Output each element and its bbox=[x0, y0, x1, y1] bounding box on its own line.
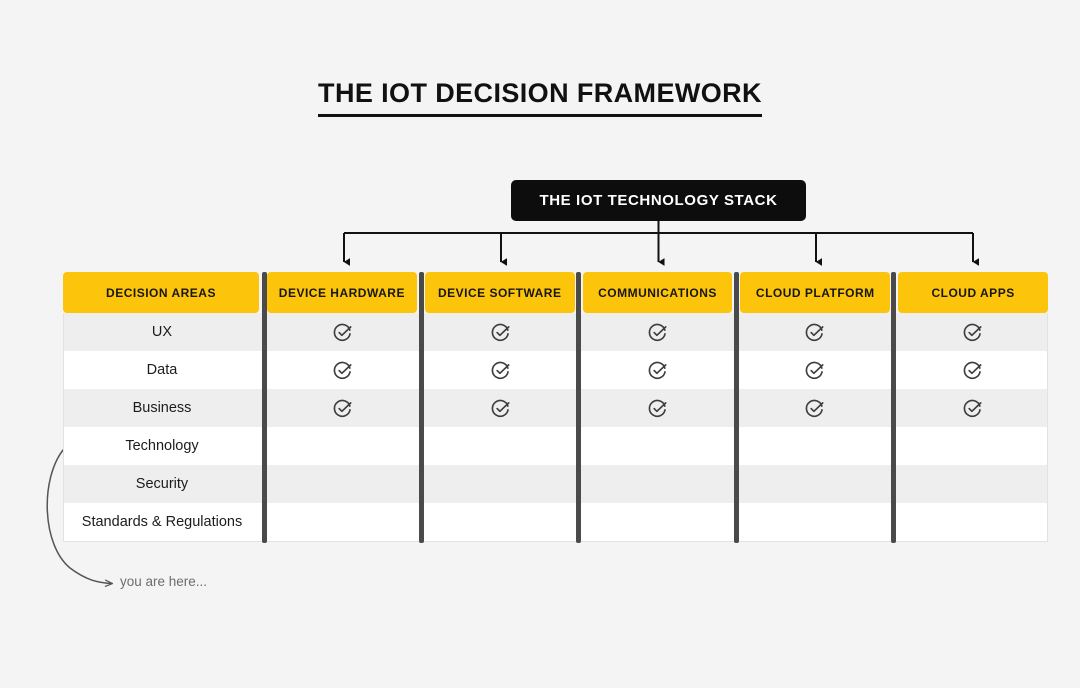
check-circle-icon bbox=[962, 322, 983, 343]
table-cell bbox=[268, 427, 417, 465]
you-are-here-label: you are here... bbox=[120, 574, 208, 589]
check-circle-icon bbox=[804, 360, 825, 381]
check-circle-icon bbox=[647, 360, 668, 381]
decision-framework-table: DECISION AREAS DEVICE HARDWARE DEVICE SO… bbox=[63, 272, 1048, 543]
table-row: Business bbox=[64, 389, 1047, 427]
table-cell bbox=[583, 427, 732, 465]
table-cell bbox=[898, 465, 1047, 503]
table-row: Standards & Regulations bbox=[64, 503, 1047, 541]
table-cell bbox=[425, 503, 574, 541]
header-cell-device-hardware: DEVICE HARDWARE bbox=[267, 272, 417, 313]
check-circle-icon bbox=[332, 398, 353, 419]
table-cell bbox=[740, 389, 889, 427]
column-divider-1 bbox=[418, 272, 424, 543]
technology-stack-banner: THE IOT TECHNOLOGY STACK bbox=[511, 180, 806, 221]
table-row: Technology bbox=[64, 427, 1047, 465]
check-circle-icon bbox=[490, 322, 511, 343]
row-label: Business bbox=[132, 400, 192, 416]
technology-stack-banner-label: THE IOT TECHNOLOGY STACK bbox=[539, 192, 778, 209]
header-cell-cloud-platform: CLOUD PLATFORM bbox=[740, 272, 891, 313]
table-cell bbox=[898, 351, 1047, 389]
row-label: Security bbox=[135, 476, 189, 492]
check-circle-icon bbox=[490, 398, 511, 419]
check-circle-icon bbox=[332, 360, 353, 381]
page-title: THE IOT DECISION FRAMEWORK bbox=[0, 78, 1080, 117]
table-cell bbox=[898, 389, 1047, 427]
table-cell bbox=[898, 427, 1047, 465]
table-cell bbox=[268, 351, 417, 389]
table-row: Data bbox=[64, 351, 1047, 389]
table-cell bbox=[740, 427, 889, 465]
table-cell bbox=[583, 503, 732, 541]
table-cell bbox=[425, 389, 574, 427]
check-circle-icon bbox=[962, 398, 983, 419]
table-cell bbox=[583, 389, 732, 427]
check-circle-icon bbox=[804, 322, 825, 343]
column-divider-2 bbox=[576, 272, 582, 543]
row-label: Technology bbox=[125, 438, 199, 454]
table-cell bbox=[268, 313, 417, 351]
table-cell bbox=[740, 351, 889, 389]
table-cell bbox=[740, 503, 889, 541]
table-cell bbox=[425, 465, 574, 503]
header-cell-cloud-apps: CLOUD APPS bbox=[898, 272, 1048, 313]
table-cell bbox=[425, 313, 574, 351]
table-cell bbox=[583, 313, 732, 351]
page-title-text: THE IOT DECISION FRAMEWORK bbox=[318, 78, 762, 117]
check-circle-icon bbox=[962, 360, 983, 381]
table-cell bbox=[583, 465, 732, 503]
column-divider-3 bbox=[733, 272, 739, 543]
check-circle-icon bbox=[332, 322, 353, 343]
column-divider-0 bbox=[261, 272, 267, 543]
row-label: UX bbox=[151, 324, 173, 340]
table-body: UX Data bbox=[63, 272, 1048, 543]
table-cell bbox=[425, 427, 574, 465]
table-cell bbox=[583, 351, 732, 389]
header-cell-decision-areas: DECISION AREAS bbox=[63, 272, 259, 313]
check-circle-icon bbox=[490, 360, 511, 381]
column-divider-4 bbox=[891, 272, 897, 543]
table-cell bbox=[425, 351, 574, 389]
row-label: Data bbox=[146, 362, 178, 378]
table-row: Security bbox=[64, 465, 1047, 503]
header-cell-device-software: DEVICE SOFTWARE bbox=[424, 272, 575, 313]
table-cell bbox=[268, 465, 417, 503]
table-cell bbox=[268, 503, 417, 541]
table-cell bbox=[268, 389, 417, 427]
table-row: UX bbox=[64, 313, 1047, 351]
table-cell bbox=[898, 503, 1047, 541]
check-circle-icon bbox=[647, 322, 668, 343]
table-header-row: DECISION AREAS DEVICE HARDWARE DEVICE SO… bbox=[63, 272, 1048, 313]
row-label: Standards & Regulations bbox=[81, 514, 243, 530]
table-cell bbox=[898, 313, 1047, 351]
check-circle-icon bbox=[804, 398, 825, 419]
table-cell bbox=[740, 465, 889, 503]
header-cell-communications: COMMUNICATIONS bbox=[582, 272, 733, 313]
check-circle-icon bbox=[647, 398, 668, 419]
table-cell bbox=[740, 313, 889, 351]
